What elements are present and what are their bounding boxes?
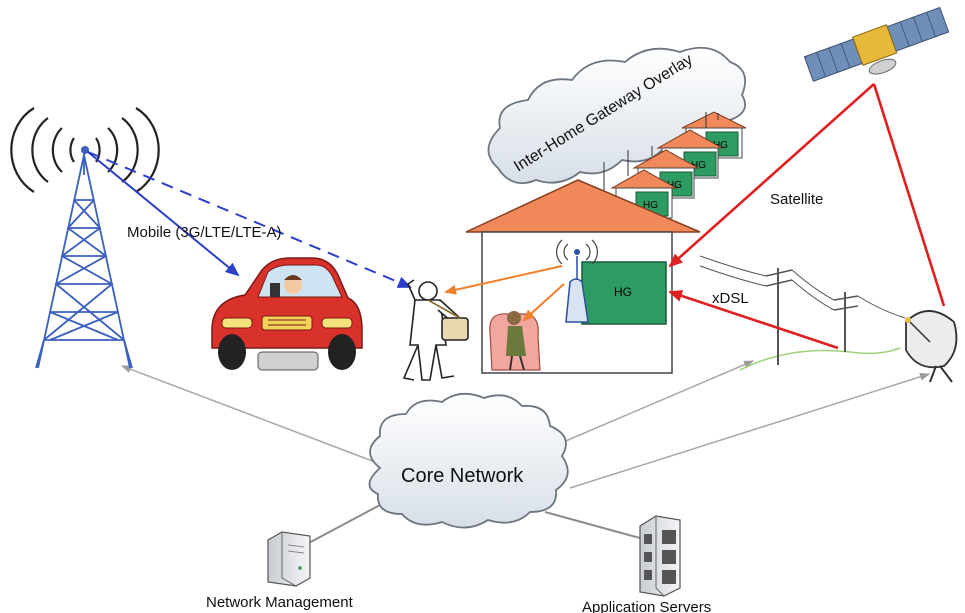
mobile-link-to-car [87, 151, 240, 277]
xdsl-label: xDSL [712, 290, 749, 307]
wifi-to-person-arrow [444, 265, 563, 295]
server-icon [267, 531, 311, 587]
satellite-to-dish-link [872, 83, 946, 307]
wifi-router-icon [556, 239, 598, 323]
core-to-tower-arrow [121, 365, 376, 463]
armchair-person-icon [489, 311, 541, 371]
home-gateway-box [581, 261, 667, 325]
core-to-dish-arrow [569, 372, 930, 489]
network-management-label: Network Management [206, 594, 354, 611]
cell-tower-icon [35, 150, 133, 369]
hg-label-remote-3: HG [667, 180, 682, 191]
remote-home-gateways: HG HG HG HG [603, 111, 747, 230]
application-servers-icon [639, 515, 681, 597]
mobile-label: Mobile (3G/LTE/LTE-A) [127, 224, 281, 241]
application-servers-label: Application Servers [582, 599, 711, 613]
satellite-icon [803, 6, 950, 82]
core-links [121, 360, 930, 546]
core-network-cloud: Core Network [368, 392, 569, 529]
hg-label-remote-4: HG [643, 200, 658, 211]
core-to-network-management-link [304, 504, 381, 546]
core-to-application-servers-link [544, 511, 641, 539]
xdsl-to-hg-arrow [668, 290, 839, 350]
satellite-to-hg-arrow [668, 83, 875, 268]
radio-waves-icon [10, 107, 160, 193]
mobile-link-to-person [87, 151, 412, 288]
hg-label-main: HG [614, 285, 632, 299]
satellite-label: Satellite [770, 191, 823, 208]
satellite-dish-icon [905, 310, 958, 383]
core-network-label: Core Network [401, 465, 524, 487]
power-line-icon [699, 255, 906, 371]
hg-label-remote-1: HG [713, 140, 728, 151]
car-icon [211, 257, 363, 371]
person-icon [402, 279, 469, 381]
wifi-to-armchair-arrow [522, 283, 565, 322]
core-to-home-arrow [539, 360, 754, 453]
hg-label-remote-2: HG [691, 160, 706, 171]
